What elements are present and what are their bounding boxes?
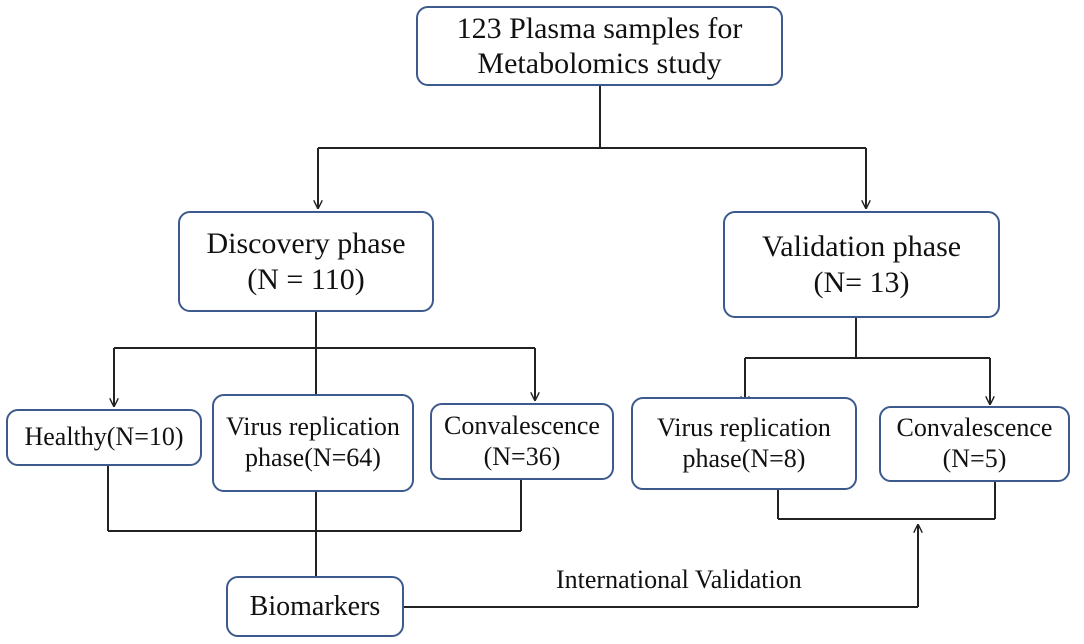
healthy-node: Healthy(N=10): [6, 409, 202, 466]
node-text-line: phase(N=64): [245, 443, 381, 472]
node-text-line: (N= 13): [813, 265, 910, 299]
international-validation-label: International Validation: [556, 565, 802, 594]
discovery-phase-node: Discovery phase(N = 110): [178, 211, 434, 312]
node-text-line: Virus replication: [226, 412, 400, 442]
node-text-line: Metabolomics study: [477, 47, 722, 80]
node-text-line: Biomarkers: [249, 590, 381, 622]
node-text-line: Validation phase: [761, 230, 962, 264]
node-text-line: Convalescence: [444, 410, 600, 440]
node-text-line: (N=36): [483, 441, 561, 471]
node-text-line: 123 Plasma samples for: [456, 11, 743, 45]
convalescence-validation-node: Convalescence(N=5): [879, 406, 1070, 482]
node-text-line: Discovery phase: [206, 227, 406, 261]
node-text-line: Virus replication: [657, 412, 831, 442]
node-text-line: (N = 110): [247, 262, 365, 296]
node-text-line: Convalescence: [896, 413, 1053, 443]
biomarkers-node: Biomarkers: [226, 576, 404, 637]
validation-phase-node: Validation phase(N= 13): [723, 211, 1000, 318]
node-text-line: Healthy(N=10): [24, 422, 184, 452]
convalescence-discovery-node: Convalescence(N=36): [430, 403, 614, 480]
node-text-line: (N=5): [942, 444, 1007, 473]
node-text-line: phase(N=8): [682, 443, 806, 473]
